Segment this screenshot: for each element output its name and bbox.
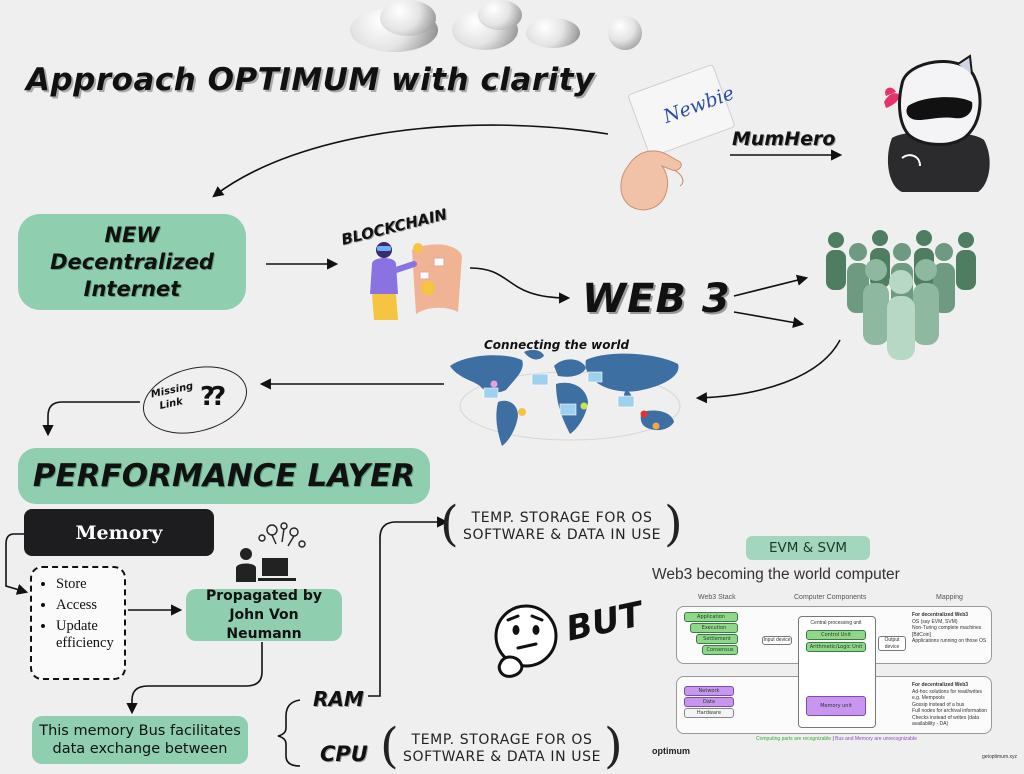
mini-input-device: Input device (762, 636, 792, 645)
mini-output-device: Output device (878, 636, 906, 651)
new-box-text: NEW Decentralized Internet (50, 222, 214, 301)
arrow-propagated-to-bus (126, 642, 263, 715)
list-item: Store (56, 576, 124, 593)
performance-layer-text: PERFORMANCE LAYER (32, 458, 416, 494)
right-paren-2: ) (604, 718, 623, 774)
mini-chip-execution: Execution (690, 623, 738, 633)
temp-storage-text-2: TEMP. STORAGE FOR OS SOFTWARE & DATA IN … (402, 732, 602, 765)
mini-col-components: Computer Components (794, 594, 867, 601)
blockchain-person-illustration (370, 242, 462, 320)
mini-cpu-label: Central processing unit (810, 620, 862, 626)
mini-chip-application: Application (684, 612, 738, 622)
mini-mapping-bottom: For decentralized Web3 Ad-hoc solutions … (912, 682, 988, 728)
person-at-computer-icon (236, 522, 306, 582)
mini-alu: Arithmetic/Logic Unit (806, 642, 866, 652)
temp-storage-text-1: TEMP. STORAGE FOR OS SOFTWARE & DATA IN … (462, 510, 662, 543)
list-item: Update efficiency (56, 618, 124, 652)
chrome-cloud-6 (608, 16, 642, 50)
memory-bus-box: This memory Bus facilitates data exchang… (32, 716, 248, 764)
evm-svm-pill: EVM & SVM (746, 536, 870, 560)
chrome-cloud-5 (526, 18, 580, 48)
memory-functions-list: Store Access Update efficiency (30, 566, 126, 680)
arrow-blockchain-to-web3 (469, 267, 571, 304)
mini-memory-unit: Memory unit (806, 696, 866, 716)
left-paren-2: ( (380, 718, 399, 774)
hand-holding-card-image (620, 64, 735, 211)
memory-bus-text: This memory Bus facilitates data exchang… (39, 723, 241, 757)
cpu-label: CPU (320, 742, 368, 766)
arrow-web3-to-people-1 (733, 274, 809, 297)
mini-col-mapping: Mapping (936, 594, 963, 601)
performance-layer-box: PERFORMANCE LAYER (18, 448, 430, 504)
mini-mapping-top: For decentralized Web3 OS (say EVM, SVM)… (912, 612, 988, 645)
web3-world-computer-title: Web3 becoming the world computer (652, 566, 900, 583)
connecting-the-world-label: Connecting the world (484, 338, 630, 352)
web3-label: WEB 3 (582, 276, 731, 322)
mini-map-item: Checks instead of writes (data availabil… (912, 714, 979, 728)
mini-footer-green: Computing parts are recognizable (756, 736, 832, 742)
arrow-web3-to-people-2 (733, 311, 805, 328)
arrow-card-to-new (212, 124, 609, 198)
web3-computer-diagram: Web3 Stack Computer Components Mapping A… (652, 592, 1017, 768)
mini-map-item: Ad-hoc solutions for read/writes e.g. Me… (912, 688, 983, 702)
left-paren-1: ( (440, 496, 459, 552)
but-label: BUT (562, 594, 647, 650)
mumhero-mascot-image (884, 54, 990, 192)
mini-chip-consensus: Consensus (702, 645, 738, 655)
mini-map-head-1: For decentralized Web3 (912, 612, 969, 618)
mini-chip-settlement: Settlement (696, 634, 738, 644)
mini-map-item: Full nodes for archival information (912, 708, 988, 714)
question-marks: ?? (200, 382, 226, 412)
mini-map-item: Applications running on those OS (912, 638, 987, 644)
page-title: Approach OPTIMUM with clarity (26, 62, 595, 98)
arrow-memory-to-list (5, 533, 29, 595)
mini-map-item: OS (say EVM, SVM) (912, 618, 958, 625)
mini-map-head-2: For decentralized Web3 (912, 682, 969, 688)
world-map-image (450, 349, 681, 446)
propagated-by-von-neumann-box: Propagated by John Von Neumann (186, 587, 342, 642)
arrow-missing-to-performance (42, 401, 140, 437)
chrome-cloud-4 (478, 0, 522, 30)
mini-map-item: Non-Turing complete machines [BitCoin] (912, 625, 982, 638)
chrome-cloud-2 (380, 0, 436, 36)
mumhero-label: MumHero (732, 128, 836, 150)
propagated-text: Propagated by John Von Neumann (206, 587, 322, 642)
mini-control-unit: Control Unit (806, 630, 866, 640)
mini-col-web3-stack: Web3 Stack (698, 594, 736, 601)
mini-site-url: getoptimum.xyz (982, 754, 1018, 760)
mini-chip-network: Network (684, 686, 734, 696)
brace-ram-cpu (277, 699, 301, 767)
mini-footer-purple: Bus and Memory are unrecognizable (835, 736, 917, 742)
mini-footer: Computing parts are recognizable | Bus a… (756, 736, 956, 743)
right-paren-1: ) (664, 496, 683, 552)
ram-label: RAM (313, 687, 364, 711)
mini-map-item: Gossip instead of a bus (912, 701, 965, 708)
new-decentralized-internet-box: NEW Decentralized Internet (18, 214, 246, 310)
crowd-people-icon (826, 230, 976, 360)
mini-brand-logo: optimum (652, 746, 690, 756)
mini-chip-data: Data (684, 697, 734, 707)
memory-box: Memory (24, 509, 214, 556)
thinking-face-icon (494, 604, 558, 678)
mini-chip-hardware: Hardware (684, 708, 734, 718)
list-item: Access (56, 597, 124, 614)
mini-footer-sep: | (832, 736, 834, 742)
arrow-people-to-map (695, 339, 841, 404)
arrow-ram-to-temp (368, 516, 449, 697)
